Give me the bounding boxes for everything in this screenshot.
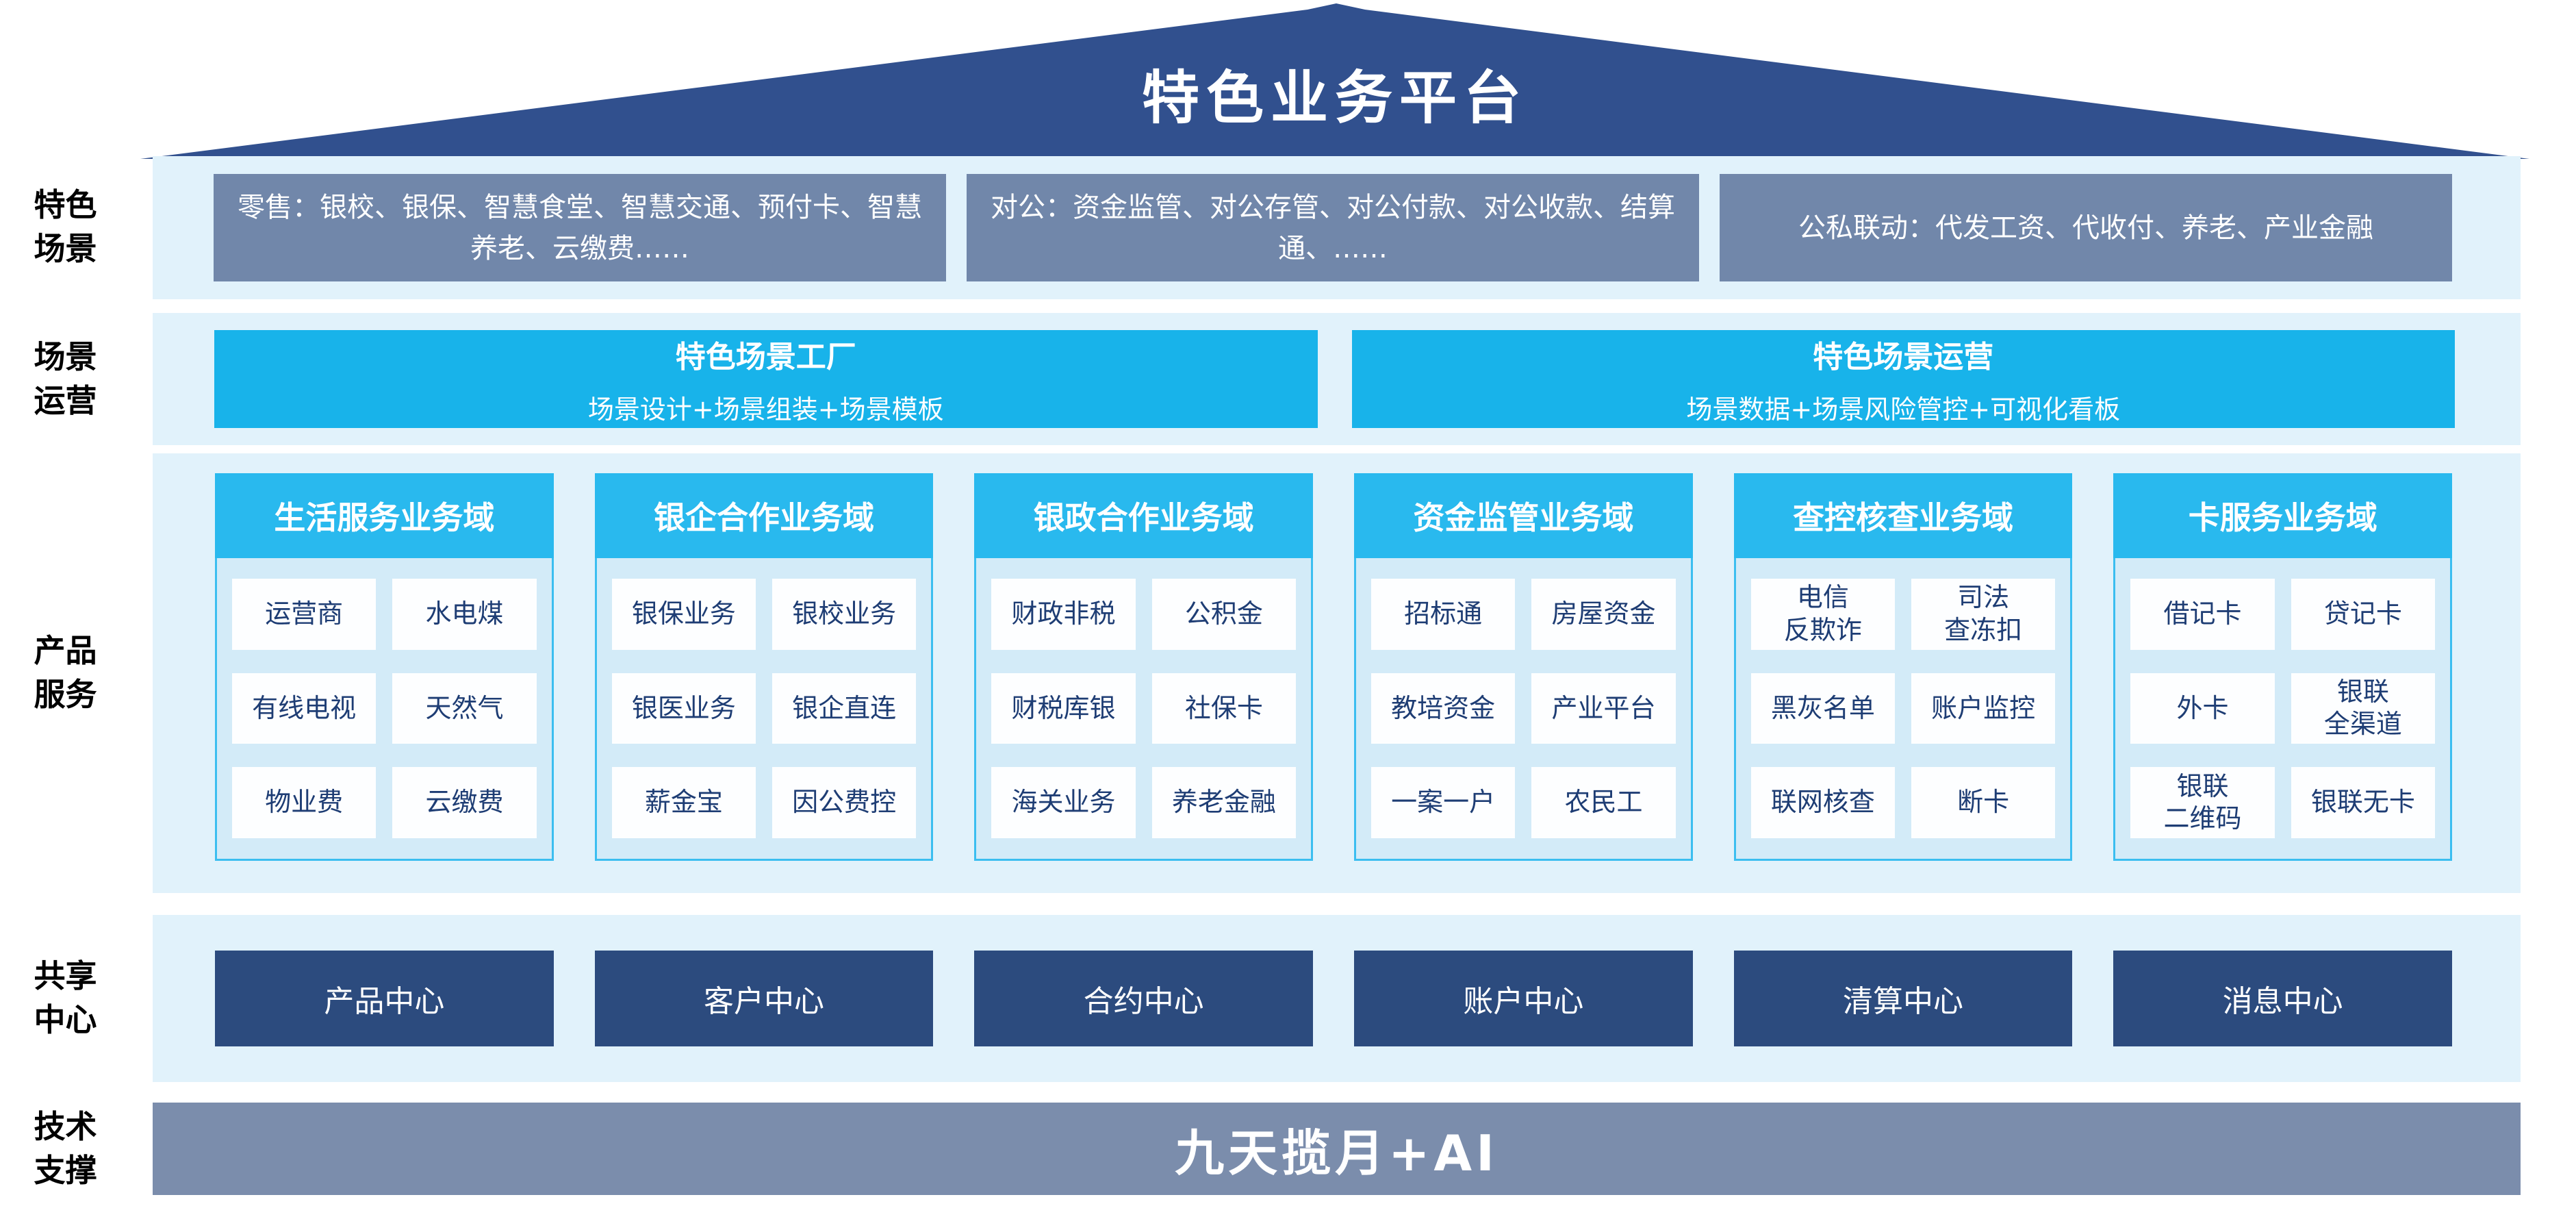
product-column-bank-government: 银政合作业务域 财政非税 公积金 财税库银 社保卡 海关业务 养老金融: [974, 473, 1314, 861]
scene-box-corporate: 对公：资金监管、对公存管、对公付款、对公收款、结算通、……: [967, 174, 1699, 281]
product-cell: 账户监控: [1911, 672, 2056, 744]
product-cell: 有线电视: [232, 672, 377, 744]
product-cell: 一案一户: [1371, 767, 1516, 838]
product-cell: 海关业务: [991, 767, 1136, 838]
shared-box-customer-center: 客户中心: [594, 951, 934, 1046]
product-cell: 外卡: [2130, 672, 2275, 744]
product-column-life-services: 生活服务业务域 运营商 水电煤 有线电视 天然气 物业费 云缴费: [215, 473, 554, 861]
product-cell: 联网核查: [1750, 767, 1896, 838]
column-header: 查控核查业务域: [1733, 473, 2073, 558]
product-cell: 房屋资金: [1531, 579, 1676, 650]
column-header: 银企合作业务域: [594, 473, 934, 558]
product-column-card-services: 卡服务业务域 借记卡 贷记卡 外卡 银联 全渠道 银联 二维码 银联无卡: [2113, 473, 2453, 861]
product-cell: 教培资金: [1371, 672, 1516, 744]
ops-box-subtitle: 场景数据+场景风险管控+可视化看板: [1686, 394, 2121, 425]
shared-box-product-center: 产品中心: [215, 951, 554, 1046]
row-label-tech-support: 技术 支撑: [34, 1108, 97, 1190]
column-body: 财政非税 公积金 财税库银 社保卡 海关业务 养老金融: [974, 558, 1314, 861]
operations-strip: 特色场景工厂 场景设计+场景组装+场景模板 特色场景运营 场景数据+场景风险管控…: [153, 313, 2521, 445]
product-cell: 财税库银: [991, 672, 1136, 744]
shared-box-message-center: 消息中心: [2113, 951, 2453, 1046]
product-cell: 司法 查冻扣: [1911, 579, 2056, 650]
product-cell: 产业平台: [1531, 672, 1676, 744]
column-header: 银政合作业务域: [974, 473, 1314, 558]
page-title: 特色业务平台: [1141, 64, 1528, 131]
product-cell: 银联 二维码: [2130, 767, 2275, 838]
column-header: 卡服务业务域: [2113, 473, 2453, 558]
product-cell: 银联 全渠道: [2291, 672, 2436, 744]
shared-box-clearing-center: 清算中心: [1733, 951, 2073, 1046]
row-label-operations: 场景 运营: [34, 338, 97, 420]
shared-centers-strip: 产品中心 客户中心 合约中心 账户中心 清算中心 消息中心: [153, 915, 2521, 1082]
scene-box-public-private-linkage: 公私联动：代发工资、代收付、养老、产业金融: [1720, 174, 2452, 281]
column-body: 银保业务 银校业务 银医业务 银企直连 薪金宝 因公费控: [594, 558, 934, 861]
products-strip: 生活服务业务域 运营商 水电煤 有线电视 天然气 物业费 云缴费 银企合作业务域…: [153, 453, 2521, 893]
product-cell: 物业费: [232, 767, 377, 838]
product-cell: 养老金融: [1151, 767, 1297, 838]
product-cell: 贷记卡: [2291, 579, 2436, 650]
scenes-strip: 零售：银校、银保、智慧食堂、智慧交通、预付卡、智慧养老、云缴费…… 对公：资金监…: [153, 156, 2521, 299]
product-cell: 天然气: [392, 672, 537, 744]
product-cell: 公积金: [1151, 579, 1297, 650]
product-cell: 云缴费: [392, 767, 537, 838]
roof-shape: [140, 3, 2529, 159]
column-body: 借记卡 贷记卡 外卡 银联 全渠道 银联 二维码 银联无卡: [2113, 558, 2453, 861]
column-body: 运营商 水电煤 有线电视 天然气 物业费 云缴费: [215, 558, 554, 861]
product-cell: 银企直连: [772, 672, 917, 744]
product-cell: 银医业务: [611, 672, 756, 744]
product-column-bank-enterprise: 银企合作业务域 银保业务 银校业务 银医业务 银企直连 薪金宝 因公费控: [594, 473, 934, 861]
scene-box-retail: 零售：银校、银保、智慧食堂、智慧交通、预付卡、智慧养老、云缴费……: [214, 174, 946, 281]
product-column-fund-supervision: 资金监管业务域 招标通 房屋资金 教培资金 产业平台 一案一户 农民工: [1354, 473, 1693, 861]
shared-box-contract-center: 合约中心: [974, 951, 1314, 1046]
product-cell: 借记卡: [2130, 579, 2275, 650]
ops-box-title: 特色场景运营: [1813, 340, 1994, 375]
ops-box-scene-operation: 特色场景运营 场景数据+场景风险管控+可视化看板: [1351, 330, 2455, 428]
product-cell: 水电煤: [392, 579, 537, 650]
tech-support-bar: 九天揽月+AI: [153, 1103, 2521, 1195]
product-cell: 运营商: [232, 579, 377, 650]
product-cell: 银保业务: [611, 579, 756, 650]
ops-box-subtitle: 场景设计+场景组装+场景模板: [587, 394, 944, 425]
product-cell: 因公费控: [772, 767, 917, 838]
product-cell: 农民工: [1531, 767, 1676, 838]
product-cell: 银校业务: [772, 579, 917, 650]
row-label-products: 产品 服务: [34, 632, 97, 714]
row-label-shared-center: 共享 中心: [34, 957, 97, 1039]
shared-box-account-center: 账户中心: [1354, 951, 1693, 1046]
ops-box-title: 特色场景工厂: [675, 340, 856, 375]
product-column-inquiry-control: 查控核查业务域 电信 反欺诈 司法 查冻扣 黑灰名单 账户监控 联网核查 断卡: [1733, 473, 2073, 861]
ops-box-scene-factory: 特色场景工厂 场景设计+场景组装+场景模板: [214, 330, 1318, 428]
column-body: 电信 反欺诈 司法 查冻扣 黑灰名单 账户监控 联网核查 断卡: [1733, 558, 2073, 861]
product-cell: 招标通: [1371, 579, 1516, 650]
product-cell: 薪金宝: [611, 767, 756, 838]
column-body: 招标通 房屋资金 教培资金 产业平台 一案一户 农民工: [1354, 558, 1693, 861]
product-cell: 断卡: [1911, 767, 2056, 838]
product-cell: 电信 反欺诈: [1750, 579, 1896, 650]
column-header: 生活服务业务域: [215, 473, 554, 558]
column-header: 资金监管业务域: [1354, 473, 1693, 558]
row-label-scenes: 特色 场景: [34, 186, 97, 268]
product-cell: 银联无卡: [2291, 767, 2436, 838]
product-cell: 社保卡: [1151, 672, 1297, 744]
product-cell: 黑灰名单: [1750, 672, 1896, 744]
product-cell: 财政非税: [991, 579, 1136, 650]
